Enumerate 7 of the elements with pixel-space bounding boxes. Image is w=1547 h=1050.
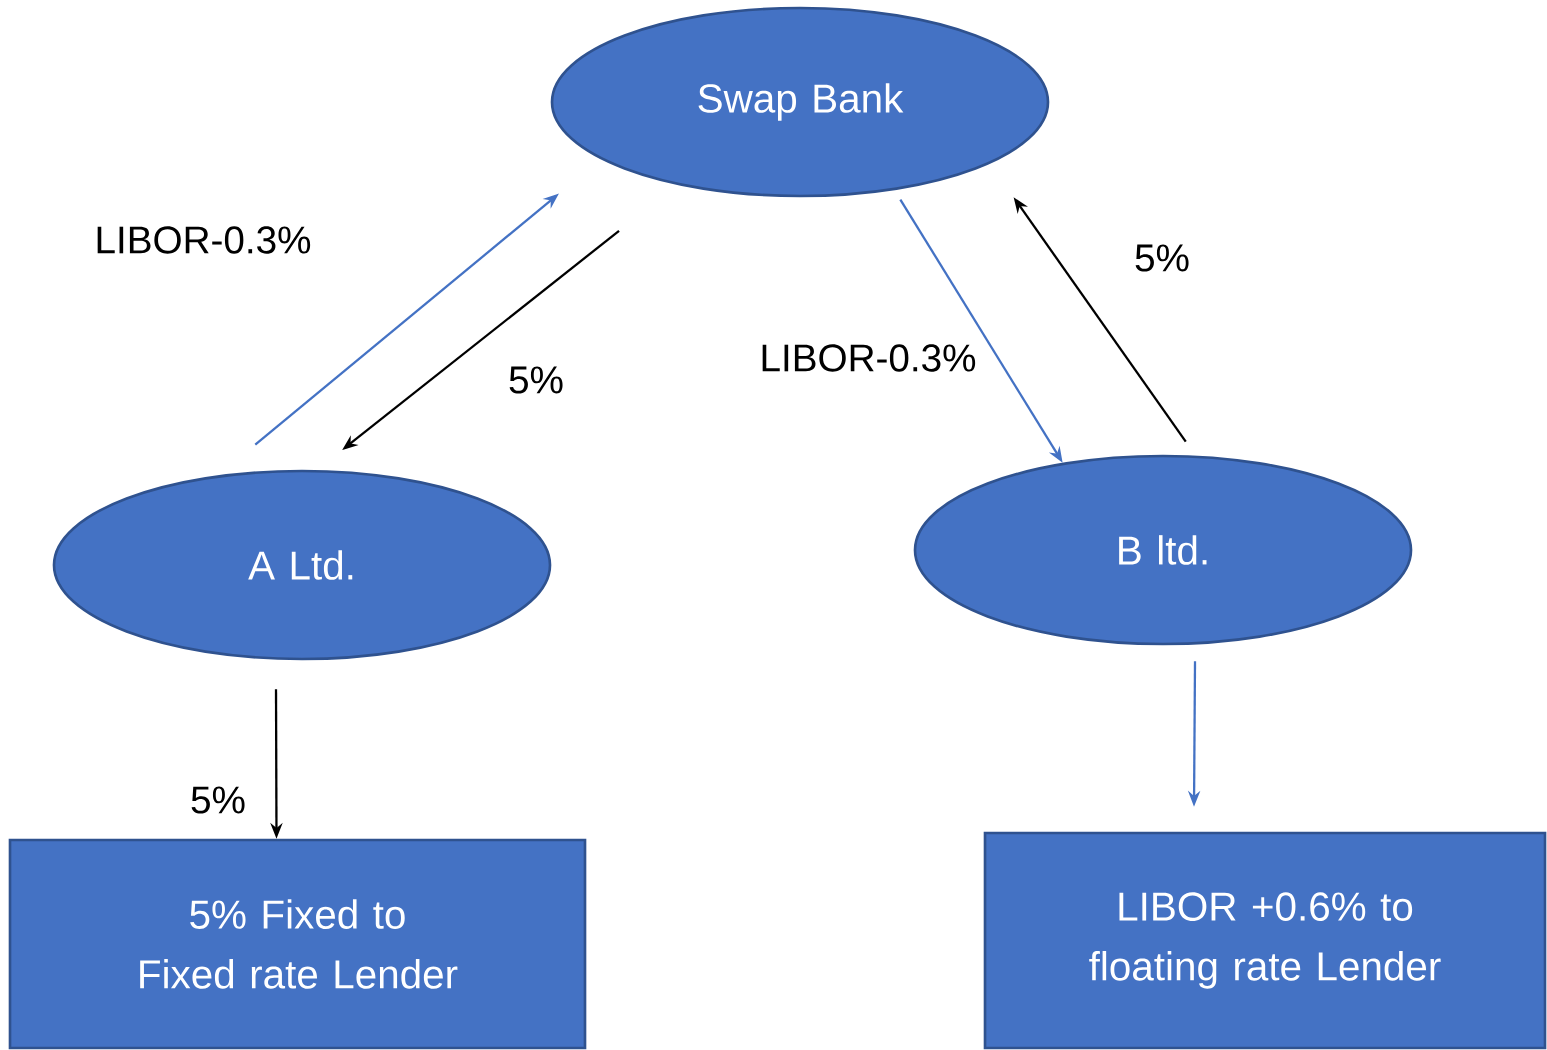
- edge-label: 5%: [1130, 240, 1194, 276]
- edge-label: LIBOR-0.3%: [756, 340, 981, 376]
- lender-box: LIBOR +0.6% to floating rate Lender: [983, 831, 1547, 1050]
- edge-label: LIBOR-0.3%: [91, 222, 316, 258]
- edge-label: 5%: [186, 782, 250, 818]
- lender-box: 5% Fixed to Fixed rate Lender: [8, 838, 587, 1050]
- edge-label: 5%: [504, 362, 568, 398]
